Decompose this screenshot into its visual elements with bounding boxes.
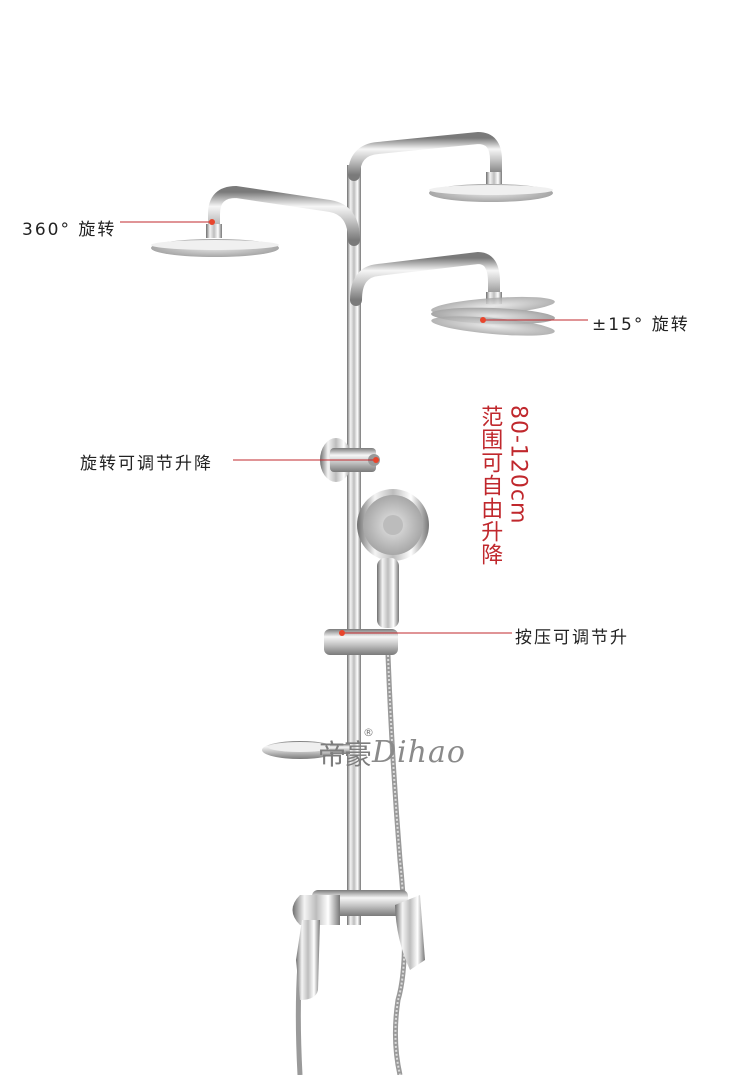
tub-spout — [296, 920, 320, 1000]
handheld-shower-head — [357, 489, 429, 628]
callout-swivel-height: 旋转可调节升降 — [80, 454, 213, 474]
callout-line-push — [339, 630, 512, 636]
callout-push-height: 按压可调节升 — [515, 628, 629, 648]
lower-right-shower-arm — [350, 251, 502, 306]
left-rain-head — [151, 239, 279, 257]
top-right-rain-head — [429, 184, 553, 202]
main-riser-pipe — [347, 165, 361, 925]
callout-line-15 — [480, 317, 588, 323]
left-shower-arm — [206, 185, 360, 246]
free-lift-label: 范围可自由升降 — [477, 405, 503, 566]
callout-line-360 — [120, 219, 215, 225]
height-range-label: 80-120cm — [505, 405, 531, 525]
callout-360-rotate: 360° 旋转 — [22, 220, 117, 240]
callout-line-swivel — [233, 457, 379, 463]
soap-dish — [262, 741, 350, 759]
callout-15-tilt: ±15° 旋转 — [592, 315, 690, 335]
top-right-shower-arm — [348, 131, 502, 184]
watermark-brand-en: Dihao — [372, 735, 466, 770]
tilting-rain-head — [431, 296, 555, 336]
mixer-valve — [292, 890, 425, 970]
watermark-registered-mark: ® — [363, 726, 374, 739]
watermark-brand-cn: 帝豪 — [318, 738, 372, 771]
